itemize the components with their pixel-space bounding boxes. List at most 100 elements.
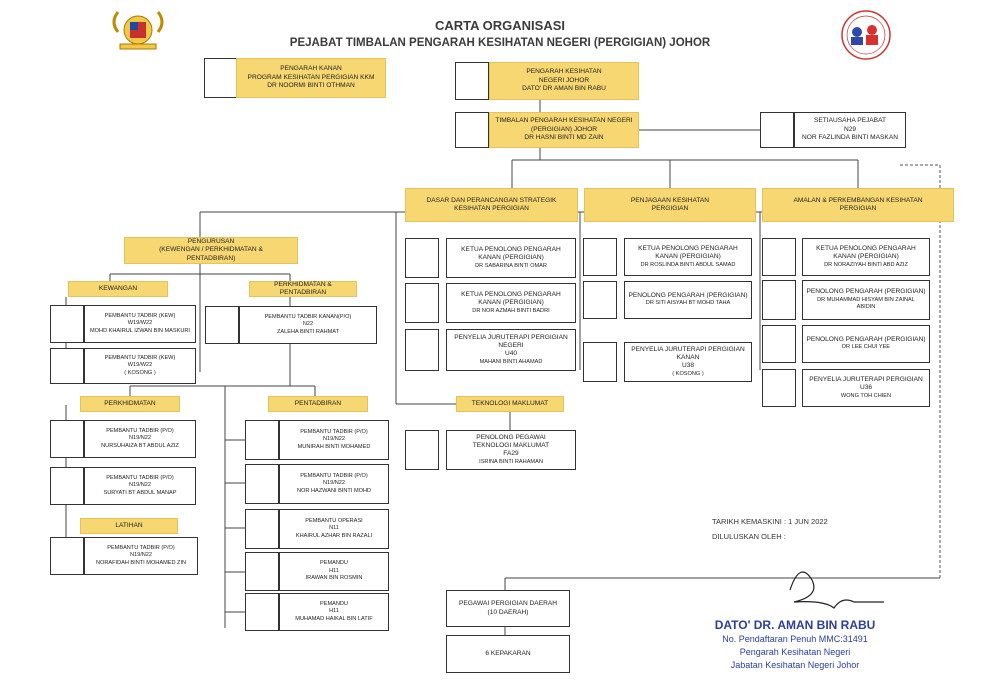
staff-box-pent5: PEMANDU H11 MUHAMAD HAIKAL BIN LATIF — [279, 593, 389, 631]
position-title: TEKNOLOGI MAKLUMAT — [472, 442, 550, 450]
position-title: (10 DAERAH) — [487, 608, 529, 616]
grade: H11 — [329, 608, 339, 615]
staff-box-p3: PENYELIA JURUTERAPI PERGIGIAN KANAN U38 … — [624, 342, 752, 382]
officer-name: ISRINA BINTI RAHAMAN — [479, 458, 543, 465]
officer-name: SURYATI BT ABDUL MANAP — [103, 489, 177, 496]
officer-name: NURSUHAIZA BT ABDUL AZIZ — [101, 442, 179, 449]
position-title: PEMBANTU TADBIR (P/O) — [106, 427, 174, 434]
photo-placeholder — [405, 283, 439, 323]
position-title: NEGERI — [498, 342, 524, 350]
staff-box-pent1: PEMBANTU TADBIR (P/O) N19/N22 MUNIRAH BI… — [279, 420, 389, 460]
grade: N29 — [843, 125, 857, 133]
grade: W19/W22 — [127, 320, 153, 327]
grade: H11 — [329, 567, 339, 574]
staff-box-d2: KETUA PENOLONG PENGARAH KANAN (PERGIGIAN… — [446, 283, 576, 323]
photo-placeholder — [245, 552, 279, 591]
photo-placeholder — [455, 62, 489, 100]
grade: N19/N22 — [128, 482, 152, 489]
unit-label: (KEWENGAN / PERKHIDMATAN & — [159, 246, 263, 254]
staff-box-a4: PENYELIA JURUTERAPI PERGIGIAN U36 WONG T… — [802, 369, 930, 407]
photo-placeholder — [583, 342, 617, 382]
pengarah-negeri-box: PENGARAH KESIHATAN NEGERI JOHOR DATO' DR… — [489, 62, 639, 100]
division-dasar: DASAR DAN PERANCANGAN STRATEGIK KESIHATA… — [405, 188, 578, 222]
position-title: KANAN (PERGIGIAN) — [655, 253, 721, 261]
unit-latihan: LATIHAN — [80, 518, 178, 534]
grade: N19/N22 — [129, 552, 153, 559]
officer-name: DR NOORMI BINTI OTHMAN — [267, 82, 355, 90]
photo-placeholder — [405, 238, 439, 278]
officer-name: MUNIRAH BINTI MOHAMED — [297, 443, 371, 450]
officer-name: ( KOSONG ) — [124, 369, 156, 376]
grade: N11 — [329, 525, 339, 532]
grade: N19/N22 — [322, 436, 346, 443]
photo-placeholder — [762, 369, 796, 407]
officer-name: DR NORAZIYAH BINTI ABD AZIZ — [824, 261, 908, 268]
position-title: KANAN (PERGIGIAN) — [833, 253, 899, 261]
grade: W19/W22 — [127, 362, 153, 369]
officer-name: NOR FAZLINDA BINTI MASKAN — [802, 134, 898, 142]
officer-name: ZALEHA BINTI RAHMAT — [276, 328, 340, 335]
grade: U40 — [504, 350, 518, 358]
photo-placeholder — [50, 537, 84, 575]
grade: N22 — [302, 321, 314, 328]
unit-kewangan: KEWANGAN — [68, 281, 168, 297]
photo-placeholder — [762, 280, 796, 320]
photo-placeholder — [245, 464, 279, 504]
unit-pentadbiran: PENTADBIRAN — [268, 396, 368, 412]
position-title: PEMBANTU TADBIR (P/O) — [107, 544, 175, 551]
photo-placeholder — [50, 348, 84, 384]
division-label: PENJAGAAN KESIHATAN — [630, 196, 710, 204]
staff-box-d1: KETUA PENOLONG PENGARAH KANAN (PERGIGIAN… — [446, 238, 576, 278]
position-title: PEMANDU — [320, 600, 348, 607]
officer-name: MAHANI BINTI AHAMAD — [479, 358, 543, 365]
unit-perkhidmatan: PERKHIDMATAN — [80, 396, 180, 412]
crest-logo — [112, 11, 164, 50]
division-label: DASAR DAN PERANCANGAN STRATEGIK — [426, 196, 557, 204]
update-date: TARIKH KEMASKINI : 1 JUN 2022 — [712, 517, 828, 526]
position-title: KETUA PENOLONG PENGARAH — [638, 244, 738, 252]
officer-name: ( KOSONG ) — [672, 370, 704, 377]
staff-box-p1: KETUA PENOLONG PENGARAH KANAN (PERGIGIAN… — [624, 238, 752, 276]
staff-box-kew1: PEMBANTU TADBIR (KEW) W19/W22 MOHD KHAIR… — [84, 305, 196, 343]
staff-box-perk2: PEMBANTU TADBIR (P/O) N19/N22 SURYATI BT… — [84, 467, 196, 505]
position-title: PEMBANTU TADBIR (P/O) — [300, 472, 368, 479]
division-label: PERGIGIAN — [839, 205, 877, 212]
photo-placeholder — [583, 281, 617, 319]
staff-box-a2: PENOLONG PENGARAH (PERGIGIAN) DR MUHAMMA… — [802, 280, 930, 320]
pengarah-kanan-box: PENGARAH KANAN PROGRAM KESIHATAN PERGIGI… — [236, 58, 386, 98]
unit-label: PERKHIDMATAN & — [274, 281, 332, 288]
position-title: NEGERI JOHOR — [538, 76, 590, 84]
unit-label: PENGURUSAN — [187, 237, 235, 245]
photo-placeholder — [760, 112, 794, 148]
officer-name: DR HASNI BINTI MD ZAIN — [524, 134, 604, 142]
officer-name: NORAFIDAH BINTI MOHAMED ZIN — [95, 559, 187, 566]
position-title: PEMBANTU TADBIR (KEW) — [104, 354, 176, 361]
staff-box-pent2: PEMBANTU TADBIR (P/O) N19/N22 NOR HAZWAN… — [279, 464, 389, 504]
staff-box-a1: KETUA PENOLONG PENGARAH KANAN (PERGIGIAN… — [802, 238, 930, 276]
position-title: PEMANDU — [320, 560, 348, 567]
officer-name: KHAIRUL AZHAR BIN RAZALI — [295, 532, 373, 539]
photo-placeholder — [455, 112, 489, 148]
staff-box-a3: PENOLONG PENGARAH (PERGIGIAN) DR LEE CHU… — [802, 325, 930, 363]
position-title: PROGRAM KESIHATAN PERGIGIAN KKM — [247, 73, 375, 81]
grade: FA29 — [503, 450, 519, 458]
photo-placeholder — [583, 238, 617, 276]
photo-placeholder — [204, 58, 238, 98]
division-penjagaan: PENJAGAAN KESIHATAN PERGIGIAN — [584, 188, 756, 222]
signature-scribble — [789, 571, 884, 609]
position-title: SETIAUSAHA PEJABAT — [813, 117, 887, 125]
position-title: PEMBANTU TADBIR (P/O) — [300, 428, 368, 435]
grade: U36 — [859, 384, 873, 392]
staff-box-pent4: PEMANDU H11 IRAWAN BIN ROSMIN — [279, 552, 389, 591]
position-title: PENOLONG PENGARAH (PERGIGIAN) — [806, 336, 926, 344]
photo-placeholder — [50, 467, 84, 505]
officer-name: DATO' DR AMAN BIN RABU — [522, 85, 606, 93]
position-title: KANAN (PERGIGIAN) — [478, 299, 544, 307]
officer-name: DR SABARINA BINTI OMAR — [475, 262, 547, 269]
position-title: KETUA PENOLONG PENGARAH — [461, 245, 561, 253]
grade: U38 — [681, 362, 695, 370]
kepakaran-box: 6 KEPAKARAN — [446, 635, 570, 673]
staff-box-p2: PENOLONG PENGARAH (PERGIGIAN) DR SITI AI… — [624, 281, 752, 319]
daerah-box: PEGAWAI PERGIGIAN DAERAH (10 DAERAH) — [446, 590, 570, 627]
position-title: PEMBANTU OPERASI — [305, 517, 363, 524]
